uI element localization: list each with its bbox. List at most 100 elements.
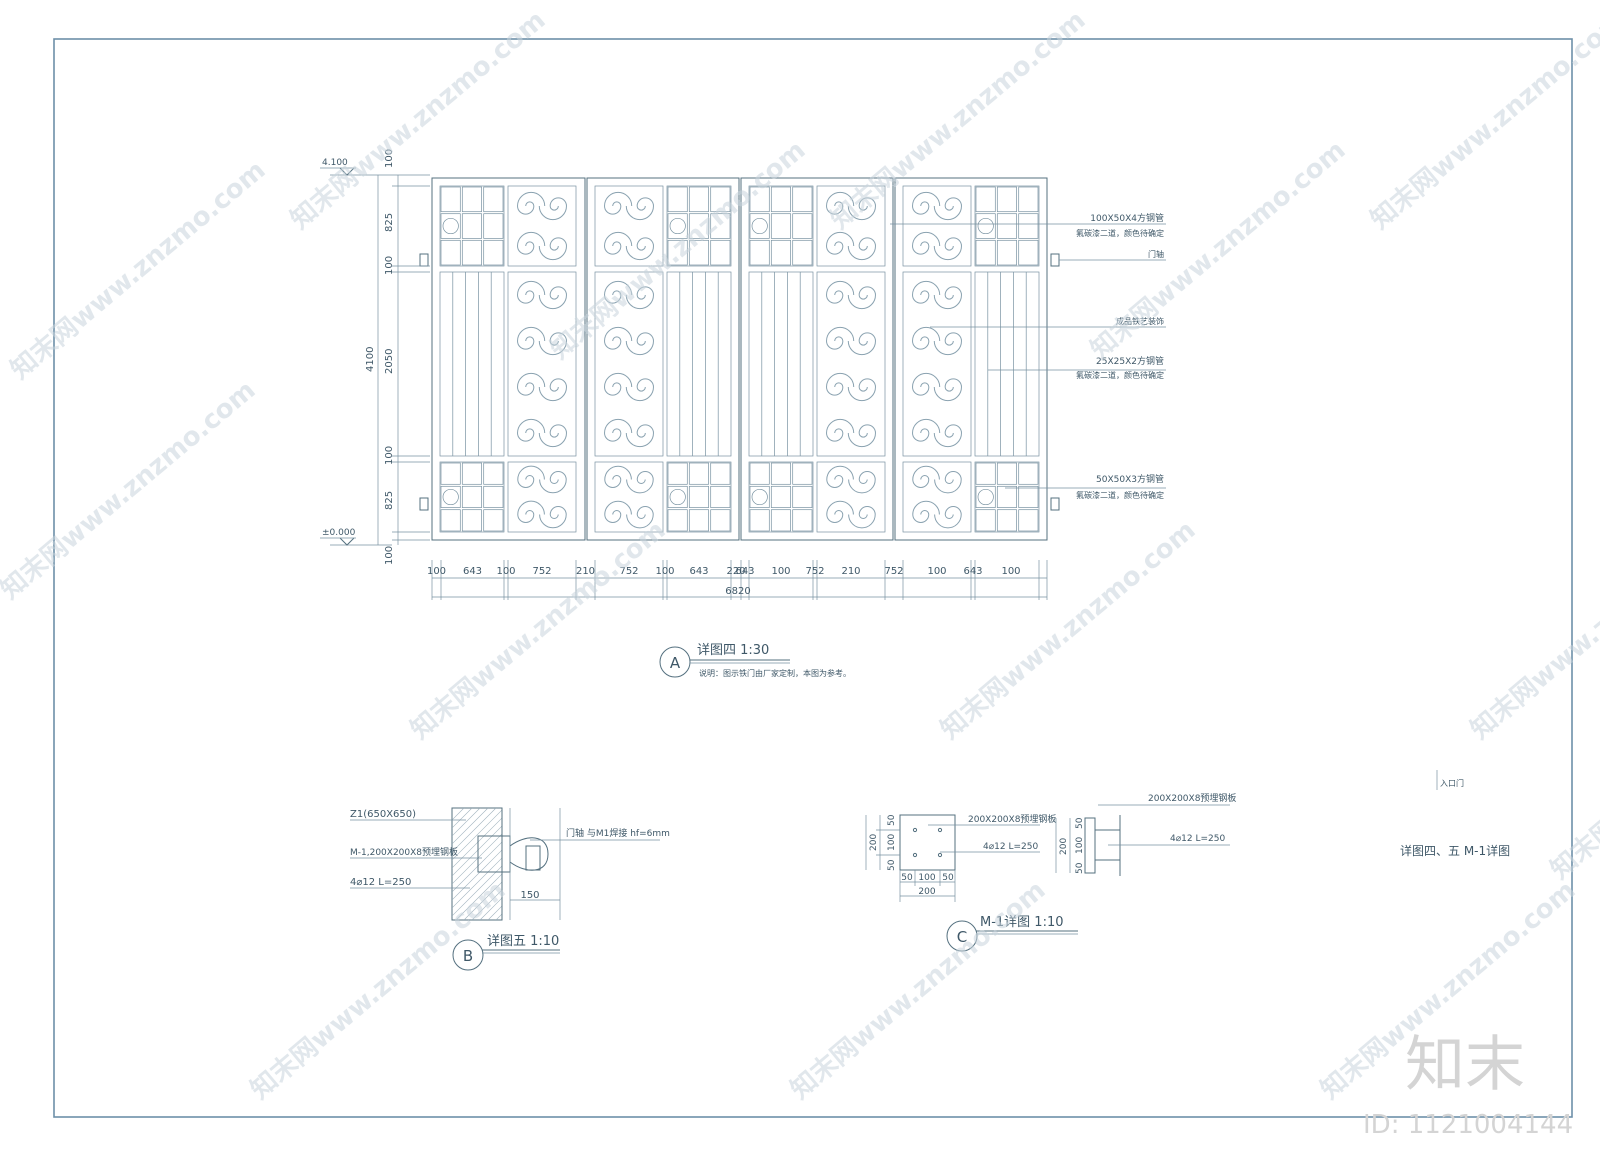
label-paint-3: 氟碳漆二道，颜色待确定 xyxy=(1076,490,1164,500)
scroll-curl xyxy=(625,286,654,310)
grid-cell xyxy=(667,509,688,532)
grid-cell xyxy=(749,239,770,266)
label-25x25x2: 25X25X2方钢管 xyxy=(1096,355,1164,367)
level-marker-top: 4.100 xyxy=(320,158,356,176)
label-50x50x3: 50X50X3方钢管 xyxy=(1096,473,1164,485)
grid-cell xyxy=(710,239,731,266)
grid-cell xyxy=(749,509,770,532)
scroll-curl xyxy=(933,237,962,261)
svg-text:100: 100 xyxy=(1075,837,1085,854)
hatch-line xyxy=(479,897,502,920)
grid-cell xyxy=(996,485,1017,508)
bottom-dim-label: 752 xyxy=(532,566,551,577)
scroll-curl xyxy=(625,197,654,221)
scroll-curl xyxy=(912,418,941,442)
hatch-line xyxy=(452,808,497,853)
detail-c: 200X200X8预埋钢板 4⌀12 L=250 50 100 50 200 5… xyxy=(865,792,1236,952)
scroll-curl xyxy=(847,237,876,261)
detail-c-title: M-1详图 1:10 xyxy=(980,915,1064,930)
detail-a-note: 说明：图示铁门由厂家定制，本图为参考。 xyxy=(699,668,851,678)
label-hinge: 门轴 xyxy=(1148,249,1164,259)
grid-cell xyxy=(440,462,461,485)
detail-b-dim-150: 150 xyxy=(520,890,539,901)
grid-cell xyxy=(749,485,770,508)
grid-cell xyxy=(461,213,482,239)
scroll-curl xyxy=(604,280,633,304)
watermark-text: 知末网www.znzmo.com xyxy=(935,515,1201,745)
svg-text:50: 50 xyxy=(887,814,897,826)
scroll-curl xyxy=(933,286,962,310)
scroll-curl xyxy=(912,280,941,304)
grid-roundel xyxy=(442,217,459,235)
grid-cell xyxy=(749,213,770,239)
svg-text:50: 50 xyxy=(1075,862,1085,874)
bottom-dim-label: 220 xyxy=(726,566,745,577)
detail-b-mark: B xyxy=(463,947,473,965)
grid-cell xyxy=(440,186,461,213)
grid-cell xyxy=(688,239,709,266)
scroll-curl xyxy=(517,231,546,255)
scroll-curl xyxy=(604,231,633,255)
scroll-curl xyxy=(826,500,854,523)
hatch-line xyxy=(452,809,502,861)
svg-text:200: 200 xyxy=(869,834,879,851)
scroll-curl xyxy=(517,465,545,488)
detail-b: 150 Z1(650X650) M-1,200X200X8预埋钢板 4⌀12 L… xyxy=(350,807,670,971)
grid-cell xyxy=(770,485,791,508)
gate-leaf-2 xyxy=(586,177,740,541)
grid-cell xyxy=(483,509,504,532)
grid-cell xyxy=(688,186,709,213)
scroll-curl xyxy=(912,231,941,255)
label-paint-1: 氟碳漆二道，颜色待确定 xyxy=(1076,228,1164,238)
vertical-bar-panels xyxy=(452,272,1027,456)
hatch-line xyxy=(452,841,502,893)
scroll-curl xyxy=(912,500,940,523)
grid-cell xyxy=(770,462,791,485)
bottom-dim-label: 643 xyxy=(735,566,754,577)
scroll-curl xyxy=(517,500,545,523)
watermark-text: 知末网www.znzmo.com xyxy=(0,375,261,605)
bottom-dim-label: 100 xyxy=(1001,566,1020,577)
grid-cell xyxy=(461,186,482,213)
scroll-curl xyxy=(604,191,633,215)
grid-cell xyxy=(1018,462,1039,485)
gate-leaf-4 xyxy=(894,177,1048,541)
bottom-dim-label: 210 xyxy=(841,566,860,577)
scroll-curl xyxy=(604,326,633,350)
dim-left-2: 825 xyxy=(384,213,395,232)
scroll-curl xyxy=(933,197,962,221)
grid-roundel xyxy=(751,217,768,235)
detail-c-rebar-label: 4⌀12 L=250 xyxy=(983,842,1038,852)
grid-cell xyxy=(667,485,688,508)
watermark-text: 知末网www.znzmo.com xyxy=(405,515,671,745)
detail-c-rebar-label-2: 4⌀12 L=250 xyxy=(1170,834,1225,844)
hatch-line xyxy=(452,808,465,821)
scroll-curl xyxy=(847,378,876,402)
svg-text:200: 200 xyxy=(918,887,935,897)
scroll-curl xyxy=(912,326,941,350)
grid-cell xyxy=(792,462,813,485)
grid-roundel xyxy=(442,488,459,506)
logo-id: ID: 1121004144 xyxy=(1363,1110,1573,1140)
detail-b-z1: Z1(650X650) xyxy=(350,809,416,820)
grid-cell xyxy=(975,213,996,239)
scroll-curl xyxy=(848,506,876,529)
detail-a-title-block: A 详图四 1:30 说明：图示铁门由厂家定制，本图为参考。 xyxy=(659,643,851,678)
grid-cell xyxy=(483,239,504,266)
hatch-line xyxy=(452,808,473,829)
scroll-curl xyxy=(912,191,941,215)
bottom-dim-label: 643 xyxy=(689,566,708,577)
grid-cell xyxy=(710,485,731,508)
hatch-line xyxy=(452,808,481,837)
detail-a-mark: A xyxy=(670,654,681,672)
hatch-line xyxy=(452,825,502,877)
grid-cell xyxy=(792,509,813,532)
scroll-curl xyxy=(604,500,632,523)
sheet-small-label: 入口门 xyxy=(1440,778,1464,788)
grid-cell xyxy=(483,186,504,213)
dim-left-1: 100 xyxy=(384,149,395,168)
bottom-dim-label: 100 xyxy=(927,566,946,577)
grid-roundel xyxy=(669,488,686,506)
grid-roundel xyxy=(669,217,686,235)
